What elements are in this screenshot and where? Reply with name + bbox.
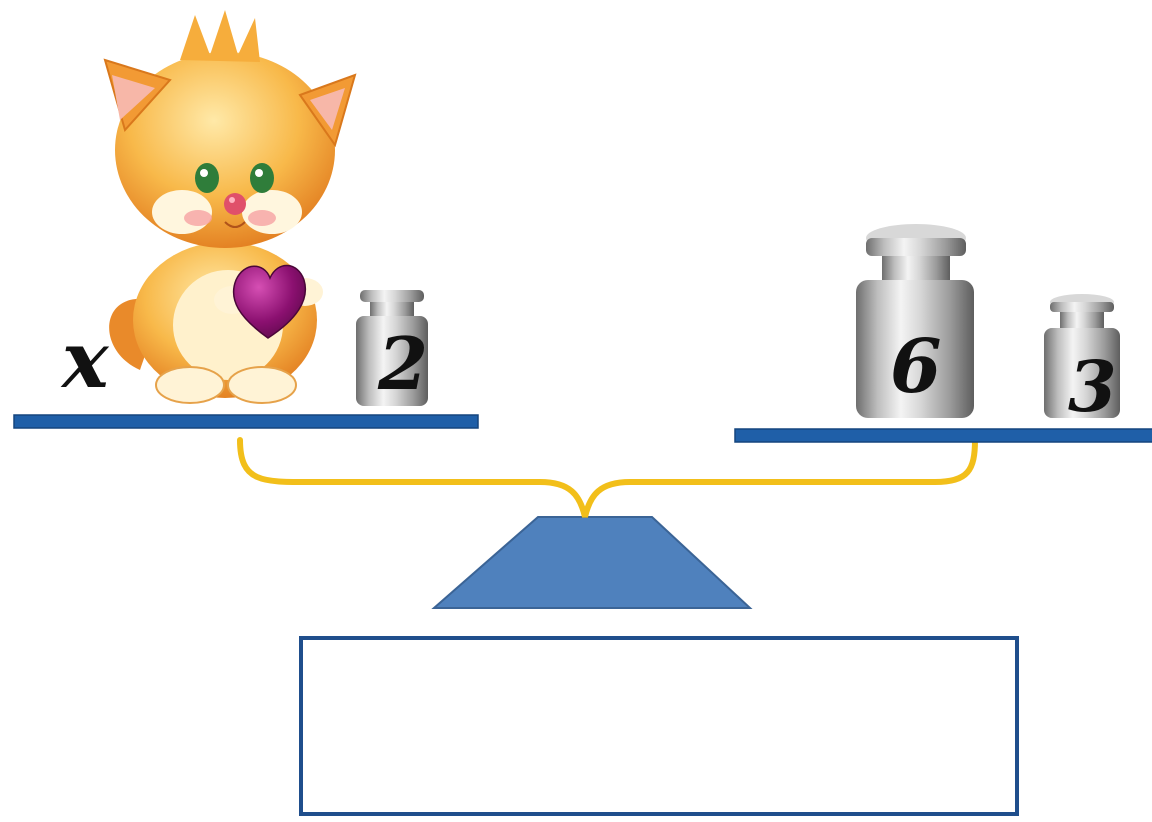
right-pan — [734, 428, 1152, 443]
weight-2-label: 2 — [378, 321, 429, 406]
metal-weight-icon — [1044, 294, 1120, 418]
scale-stand — [431, 516, 753, 609]
weight-6-label: 6 — [890, 324, 942, 410]
left-pan — [13, 414, 479, 429]
metal-weight-icon — [856, 224, 974, 418]
scale-arm — [237, 437, 978, 518]
weight-3-label: 3 — [1068, 345, 1117, 428]
unknown-x-label: x — [62, 315, 109, 406]
metal-weight-icon — [356, 290, 428, 406]
kitten-holding-heart-icon — [103, 10, 357, 404]
answer-box[interactable] — [299, 636, 1019, 816]
heart-icon — [232, 264, 307, 339]
